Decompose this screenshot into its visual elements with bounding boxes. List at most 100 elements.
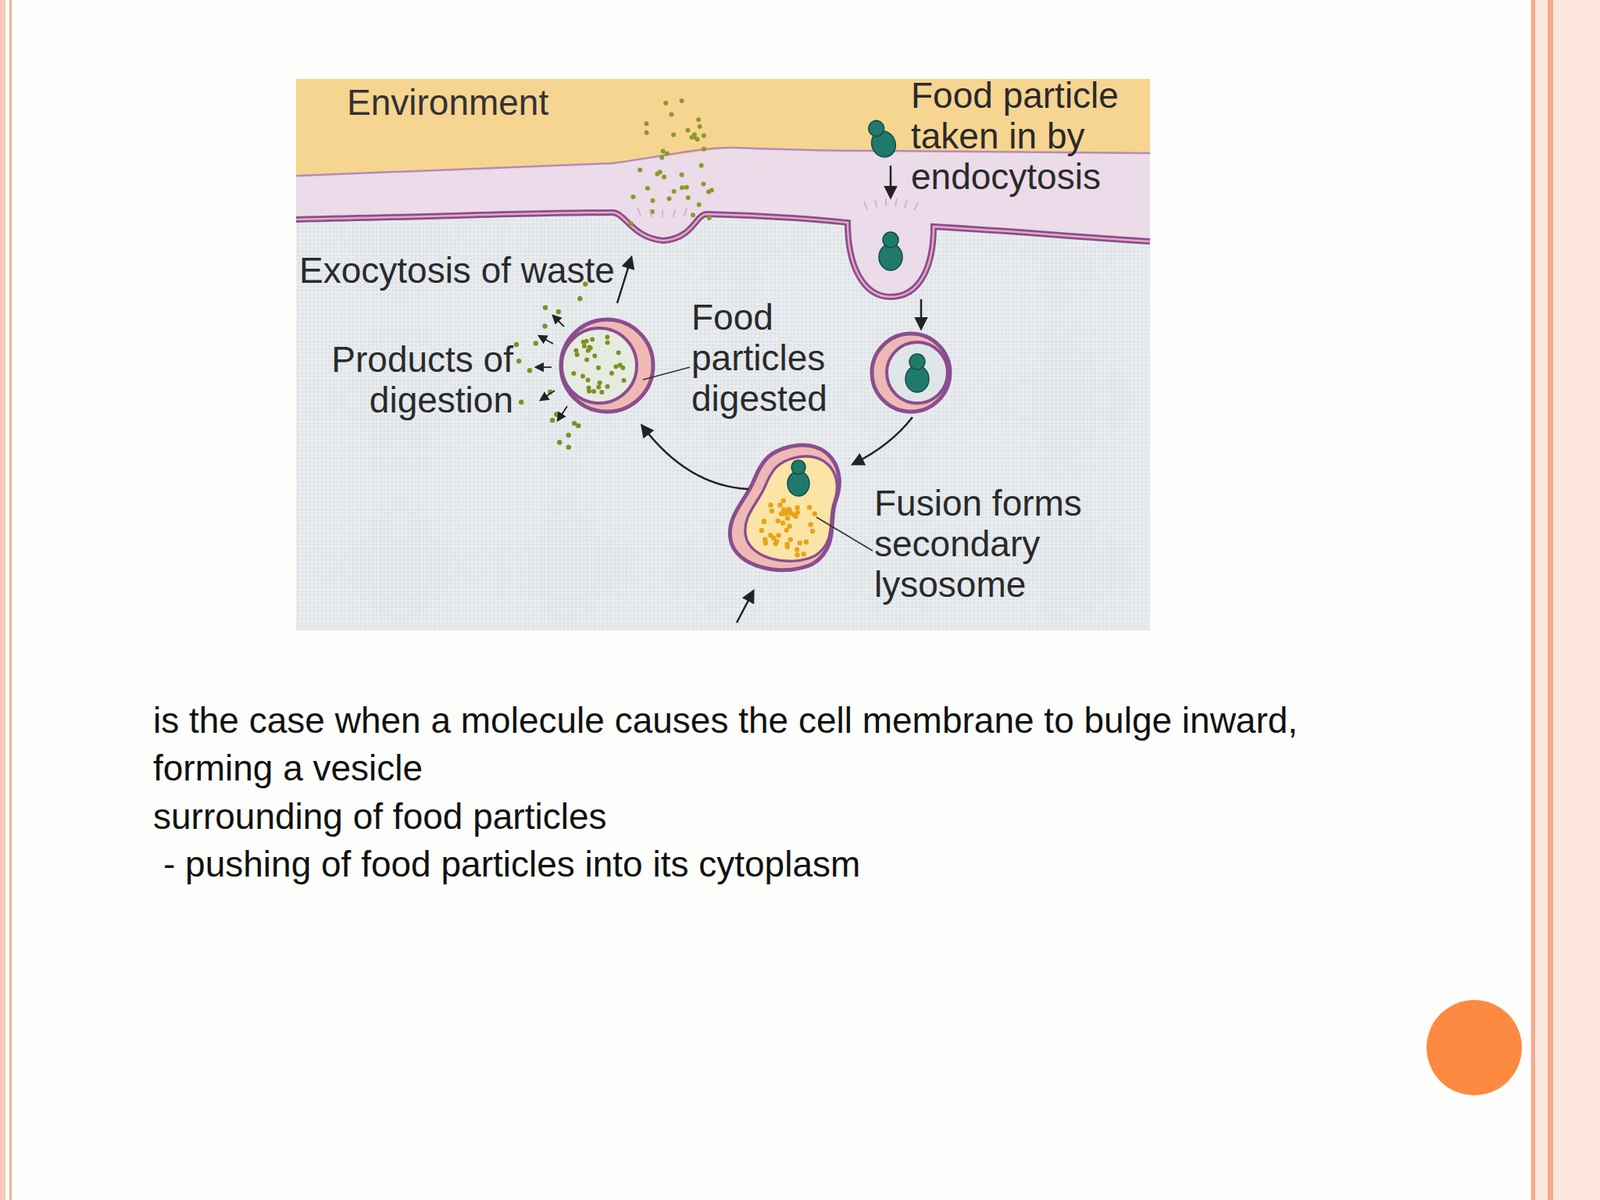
dot [550,417,555,423]
dot [631,194,636,200]
orange-dot [1426,1000,1522,1096]
dot [775,518,781,524]
food-particle [905,353,929,393]
dot [667,196,672,201]
dot [616,350,622,356]
dot [592,353,597,359]
lysosome-inner [745,456,838,561]
body-text: is the case when a molecule causes the c… [153,696,1310,793]
dot [706,189,711,194]
part-label: Food particles digested [691,296,848,419]
slide-stripe [1531,0,1536,1200]
dot [801,551,807,557]
body-text: surrounding of food particles [153,792,1310,841]
dot [617,362,623,368]
dot [542,305,548,311]
food-particle [787,460,810,497]
dot [557,439,562,445]
dot [775,532,781,538]
dot [699,163,704,168]
dot [784,541,790,547]
slide-stripe [1547,0,1554,1200]
vesicle-outer [560,319,654,412]
dot [654,171,660,176]
dot [761,518,767,524]
dot [657,169,663,175]
process-label: Exocytosis of waste [299,250,628,291]
dot [596,385,601,390]
dot [577,296,583,301]
dot [807,504,812,510]
dot [784,527,790,533]
dot [650,209,655,215]
dot [794,546,800,552]
dot [797,540,803,546]
arrow-small [535,366,552,368]
lysosome-outer [729,445,840,571]
arrow [617,257,632,304]
membrane-line [296,212,1150,297]
dot [609,371,615,376]
coat-ticks [637,198,918,218]
dot [566,444,572,450]
vesicle-inner [886,342,948,404]
food-particle [878,232,903,271]
arrow [889,165,893,197]
arrow [853,417,913,465]
dot [518,400,524,405]
dot [591,389,597,394]
arrow-small [540,390,555,400]
dot [571,371,576,376]
body-text: - pushing of food particles into its cyt… [163,840,1320,889]
product-dots [514,281,589,450]
dot [621,378,627,383]
dot [781,498,786,504]
leader-line [816,517,873,551]
arrow [642,425,749,490]
dot [604,335,610,340]
dot [685,195,691,200]
arrow-small [557,406,568,421]
dot [810,528,815,534]
dot [605,339,611,345]
dot [785,515,790,521]
dot [807,521,813,527]
dot [767,502,773,508]
dot [588,345,593,350]
vesicle-outer [871,333,950,412]
digested-dots [571,335,626,395]
dot [585,377,591,383]
arrow-small [539,335,554,344]
dot [774,539,779,544]
dot [779,510,785,516]
arrow [736,591,754,623]
dot [671,189,677,194]
dot [533,340,539,346]
enzyme-dots [759,498,818,558]
dot [542,323,547,329]
dot [794,505,800,511]
process-label: Food particle taken in by endocytosis [910,75,1154,197]
dot [556,309,561,315]
dot [707,215,712,221]
dot [580,374,586,379]
slide-border [0,0,6,1200]
dot [763,540,768,546]
dot [679,172,685,178]
slide-border [9,0,12,1200]
process-label: Fusion forms secondary lysosome [874,482,1101,605]
dot [767,532,773,538]
dot [709,187,715,193]
dot [786,523,792,529]
dot [566,432,572,438]
dot [553,411,559,417]
slide-margin [1530,0,1600,1200]
dot [759,528,765,533]
dot [597,380,603,386]
membrane-line-inner [296,212,1150,297]
dot [788,536,793,542]
dot [582,343,587,349]
dot [690,212,696,218]
dot [795,510,800,515]
